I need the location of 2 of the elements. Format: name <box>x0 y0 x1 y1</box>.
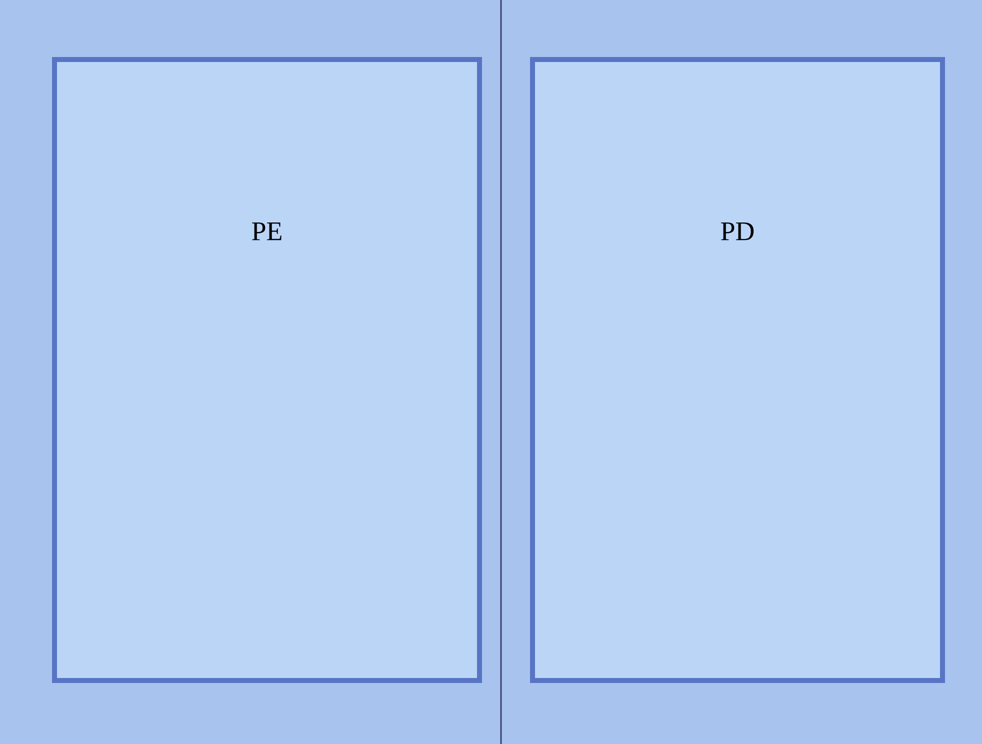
panel-box: PE <box>52 57 482 683</box>
panel-box: PD <box>530 57 945 683</box>
